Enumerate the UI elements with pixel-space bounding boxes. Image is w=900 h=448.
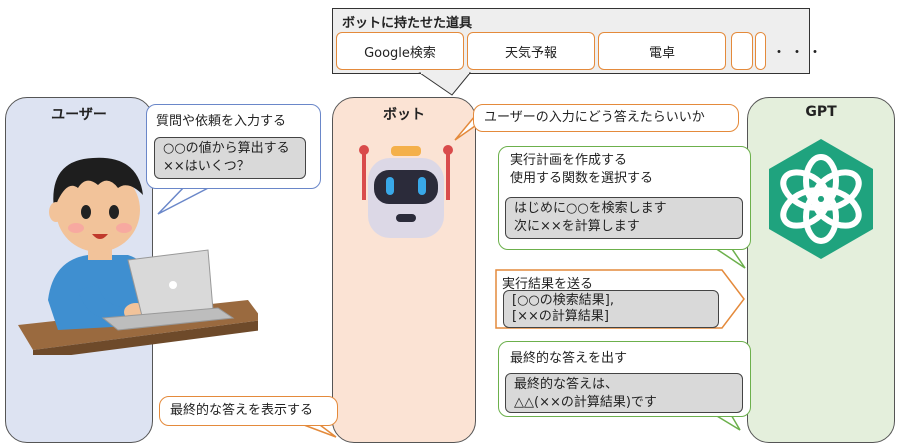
tools-panel-tail: [418, 72, 472, 96]
tool-calculator: 電卓: [598, 32, 726, 70]
gpt-plan-box: はじめに○○を検索します 次に××を計算します: [505, 197, 743, 239]
tool-extra-1: [731, 32, 753, 70]
robot-mouth: [396, 214, 416, 222]
user-cheek-right: [116, 223, 132, 233]
bot-result-box: [○○の検索結果], [××の計算結果]: [503, 290, 719, 328]
gpt-plan-labels: 実行計画を作成する 使用する関数を選択する: [510, 152, 653, 188]
gpt-plan-label-2: 使用する関数を選択する: [510, 171, 654, 186]
display-bubble: 最終的な答えを表示する: [159, 396, 338, 426]
user-ear: [49, 202, 63, 222]
gpt-plan-line-2: 次に××を計算します: [514, 219, 640, 234]
user-mouth: [92, 234, 108, 239]
gpt-answer-box: 最終的な答えは、 △△(××の計算結果)です: [505, 373, 743, 413]
robot-visor: [374, 170, 438, 204]
user-request-line-2: ××はいくつ？: [163, 159, 250, 174]
desk-edge: [33, 320, 258, 355]
gpt-title: GPT: [805, 104, 837, 120]
bot-ask-tail: [454, 113, 476, 141]
bot-title: ボット: [383, 107, 425, 123]
tools-more: ・・・: [772, 45, 826, 61]
robot-eye-left: [386, 177, 394, 195]
tool-google-search: Google検索: [336, 32, 464, 70]
laptop-base: [101, 307, 235, 331]
openai-knot-icon: [780, 154, 862, 244]
gpt-logo: [769, 139, 873, 259]
tools-title: ボットに持たせた道具: [342, 16, 473, 31]
tool-extra-2: [755, 32, 766, 70]
robot-illustration: [359, 145, 453, 238]
user-request-box: ○○の値から算出する ××はいくつ？: [154, 137, 306, 179]
bot-result-line-2: [××の計算結果]: [512, 309, 609, 324]
robot-antenna-top: [391, 146, 421, 156]
robot-eye-right: [418, 177, 426, 195]
bot-result-label: 実行結果を送る: [502, 277, 594, 292]
user-request-label: 質問や依頼を入力する: [156, 114, 287, 129]
gpt-answer-line-2: △△(××の計算結果)です: [514, 395, 657, 410]
tool-weather: 天気予報: [467, 32, 595, 70]
bot-ask-bubble: ユーザーの入力にどう答えたらいいか: [473, 104, 739, 132]
bot-result-line-1: [○○の検索結果],: [512, 293, 614, 308]
user-request-line-1: ○○の値から算出する: [163, 141, 290, 156]
user-title: ユーザー: [51, 107, 107, 123]
user-eye-left: [81, 205, 91, 219]
gpt-plan-line-1: はじめに○○を検索します: [514, 201, 667, 216]
user-arm: [78, 285, 133, 321]
user-cheek-left: [68, 223, 84, 233]
user-eye-right: [109, 205, 119, 219]
gpt-answer-line-1: 最終的な答えは、: [514, 377, 619, 392]
gpt-plan-label-1: 実行計画を作成する: [510, 153, 628, 168]
gpt-logo-hexagon: [769, 139, 873, 259]
user-illustration: [18, 157, 258, 355]
gpt-answer-label: 最終的な答えを出す: [510, 351, 628, 366]
user-hair: [53, 157, 144, 210]
laptop-logo: [169, 281, 177, 289]
